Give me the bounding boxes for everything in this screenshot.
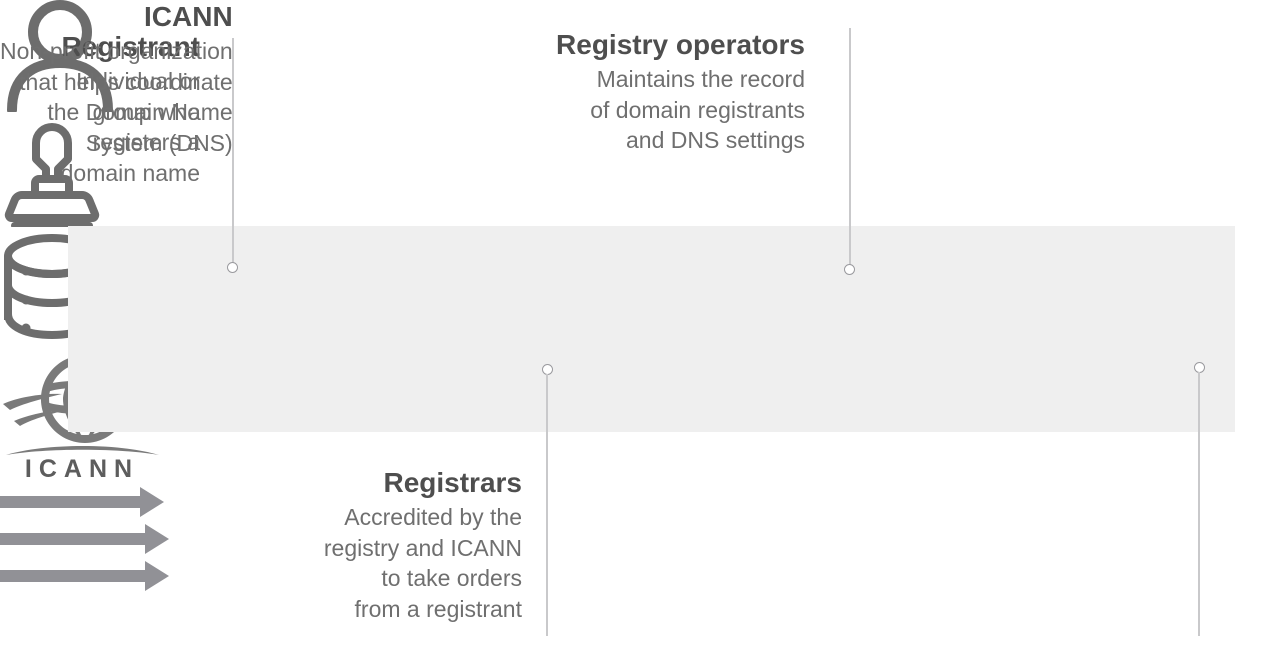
icann-wordmark: ICANN bbox=[25, 455, 139, 481]
label-icann-title: ICANN bbox=[144, 1, 233, 32]
connector-line-registry-operators bbox=[849, 28, 851, 265]
label-registrant-title: Registrant bbox=[61, 31, 200, 62]
connector-dot-registrant bbox=[227, 262, 238, 273]
label-registrars: Registrars Accredited by the registry an… bbox=[290, 466, 522, 624]
label-icann: ICANN Non-profit organization that helps… bbox=[0, 0, 233, 158]
arrow-registry-to-icann bbox=[0, 560, 1268, 597]
connector-dot-registry-operators bbox=[844, 264, 855, 275]
stamp-icon bbox=[0, 117, 1268, 232]
arrow-registrant-to-registrars bbox=[0, 486, 1268, 523]
person-icon bbox=[0, 0, 1268, 117]
label-registry-operators: Registry operators Maintains the record … bbox=[480, 28, 805, 156]
label-icann-description: Non-profit organization that helps coord… bbox=[0, 38, 233, 156]
connector-line-icann bbox=[1198, 372, 1200, 636]
label-registry-operators-description: Maintains the record of domain registran… bbox=[590, 66, 805, 153]
label-registrant-description: Individual or group who registers a doma… bbox=[60, 68, 200, 186]
label-registrars-title: Registrars bbox=[383, 467, 522, 498]
label-registrant: Registrant Individual or group who regis… bbox=[0, 30, 200, 188]
arrow-registrars-to-registry bbox=[0, 523, 1268, 560]
connector-line-registrars bbox=[546, 374, 548, 636]
connector-line-registrant bbox=[232, 38, 234, 263]
flow-band bbox=[68, 226, 1235, 432]
label-registry-operators-title: Registry operators bbox=[556, 29, 805, 60]
label-registrars-description: Accredited by the registry and ICANN to … bbox=[323, 504, 522, 622]
